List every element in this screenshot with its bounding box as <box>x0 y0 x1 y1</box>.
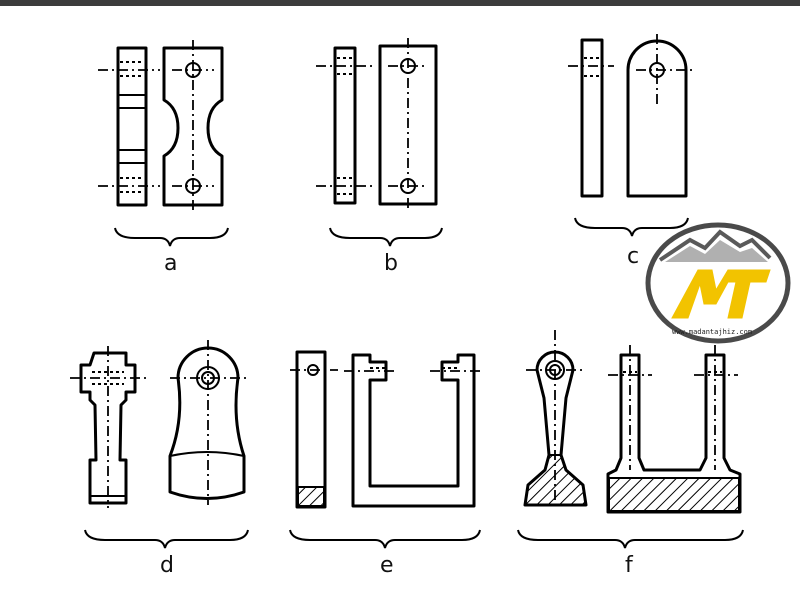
label-e: e <box>380 553 394 578</box>
variant-d <box>70 340 249 549</box>
top-edge-bar <box>0 0 800 6</box>
variant-c <box>568 34 696 237</box>
label-f: f <box>625 553 634 578</box>
variant-b <box>316 38 443 247</box>
label-d: d <box>160 553 174 578</box>
label-c: c <box>627 244 639 269</box>
watermark-logo: www.madantajhiz.com <box>645 222 791 344</box>
variant-a <box>98 40 229 247</box>
mountain-mt-logo-icon <box>671 269 771 319</box>
watermark-url: www.madantajhiz.com <box>672 328 752 336</box>
label-a: a <box>164 251 177 276</box>
variant-e <box>289 350 484 549</box>
variant-f <box>517 330 744 549</box>
label-b: b <box>384 251 398 276</box>
